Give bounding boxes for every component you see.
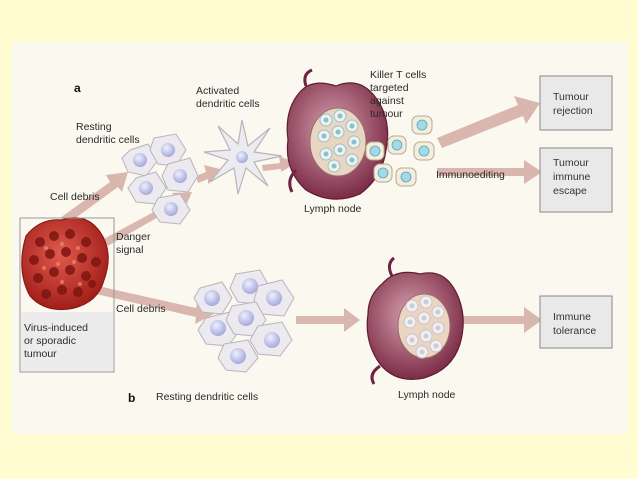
tumour-label-3: tumour: [24, 348, 57, 360]
arrow-cell-debris-b: [96, 286, 214, 324]
escape-text-1: Tumour: [553, 157, 589, 169]
panel-a-label: a: [74, 81, 81, 95]
killer-t-label-1: Killer T cells: [370, 69, 426, 81]
arrow-activated-to-lymph: [262, 156, 296, 172]
killer-t-label-2: targeted: [370, 82, 409, 94]
killer-t-label-3: against: [370, 95, 404, 107]
lymph-node-a-label: Lymph node: [304, 203, 362, 215]
killer-t-cells: [365, 115, 435, 187]
resting-dendritic-cells-b: [193, 269, 295, 373]
tumour-label-1: Virus-induced: [24, 322, 88, 334]
tolerance-text-2: tolerance: [553, 325, 596, 337]
tumour-label-bg: [21, 312, 113, 371]
cell-debris-a-label: Cell debris: [50, 191, 100, 203]
tumour-mass: [21, 217, 109, 311]
panel-b-label: b: [128, 391, 135, 405]
arrow-to-escape: [437, 160, 542, 184]
tumour-rejection-box: [539, 75, 613, 131]
immune-tolerance-box: [539, 295, 613, 349]
activated-dendritic-cell: [203, 119, 283, 195]
arrow-resting-to-activated: [196, 165, 224, 184]
arrow-resting-to-lymph-b: [296, 308, 360, 332]
tumour-label-box: [19, 217, 115, 373]
cell-debris-b-label: Cell debris: [116, 303, 166, 315]
killer-t-label-4: tumour: [370, 108, 403, 120]
resting-dc-b-label: Resting dendritic cells: [156, 391, 258, 403]
tumour-escape-box: [539, 147, 613, 213]
resting-dendritic-cells-a: [121, 133, 199, 225]
resting-dc-a-label-2: dendritic cells: [76, 134, 140, 146]
resting-dc-a-label-1: Resting: [76, 121, 112, 133]
arrow-to-tolerance: [456, 307, 542, 333]
arrow-to-rejection: [437, 96, 540, 148]
escape-text-2: immune: [553, 171, 591, 183]
immunoediting-label: Immunoediting: [436, 169, 505, 181]
rejection-text-2: rejection: [553, 105, 593, 117]
lymph-node-b-label: Lymph node: [398, 389, 456, 401]
tumour-label-2: or sporadic: [24, 335, 76, 347]
escape-text-3: escape: [553, 185, 587, 197]
danger-signal-label-1: Danger: [116, 231, 151, 243]
tolerance-text-1: Immune: [553, 311, 591, 323]
activated-dc-label-2: dendritic cells: [196, 98, 260, 110]
lymph-node-b: [366, 256, 464, 385]
arrow-cell-debris-a: [60, 172, 128, 222]
rejection-text-1: Tumour: [553, 91, 589, 103]
activated-dc-label-1: Activated: [196, 85, 239, 97]
danger-signal-label-2: signal: [116, 244, 143, 256]
